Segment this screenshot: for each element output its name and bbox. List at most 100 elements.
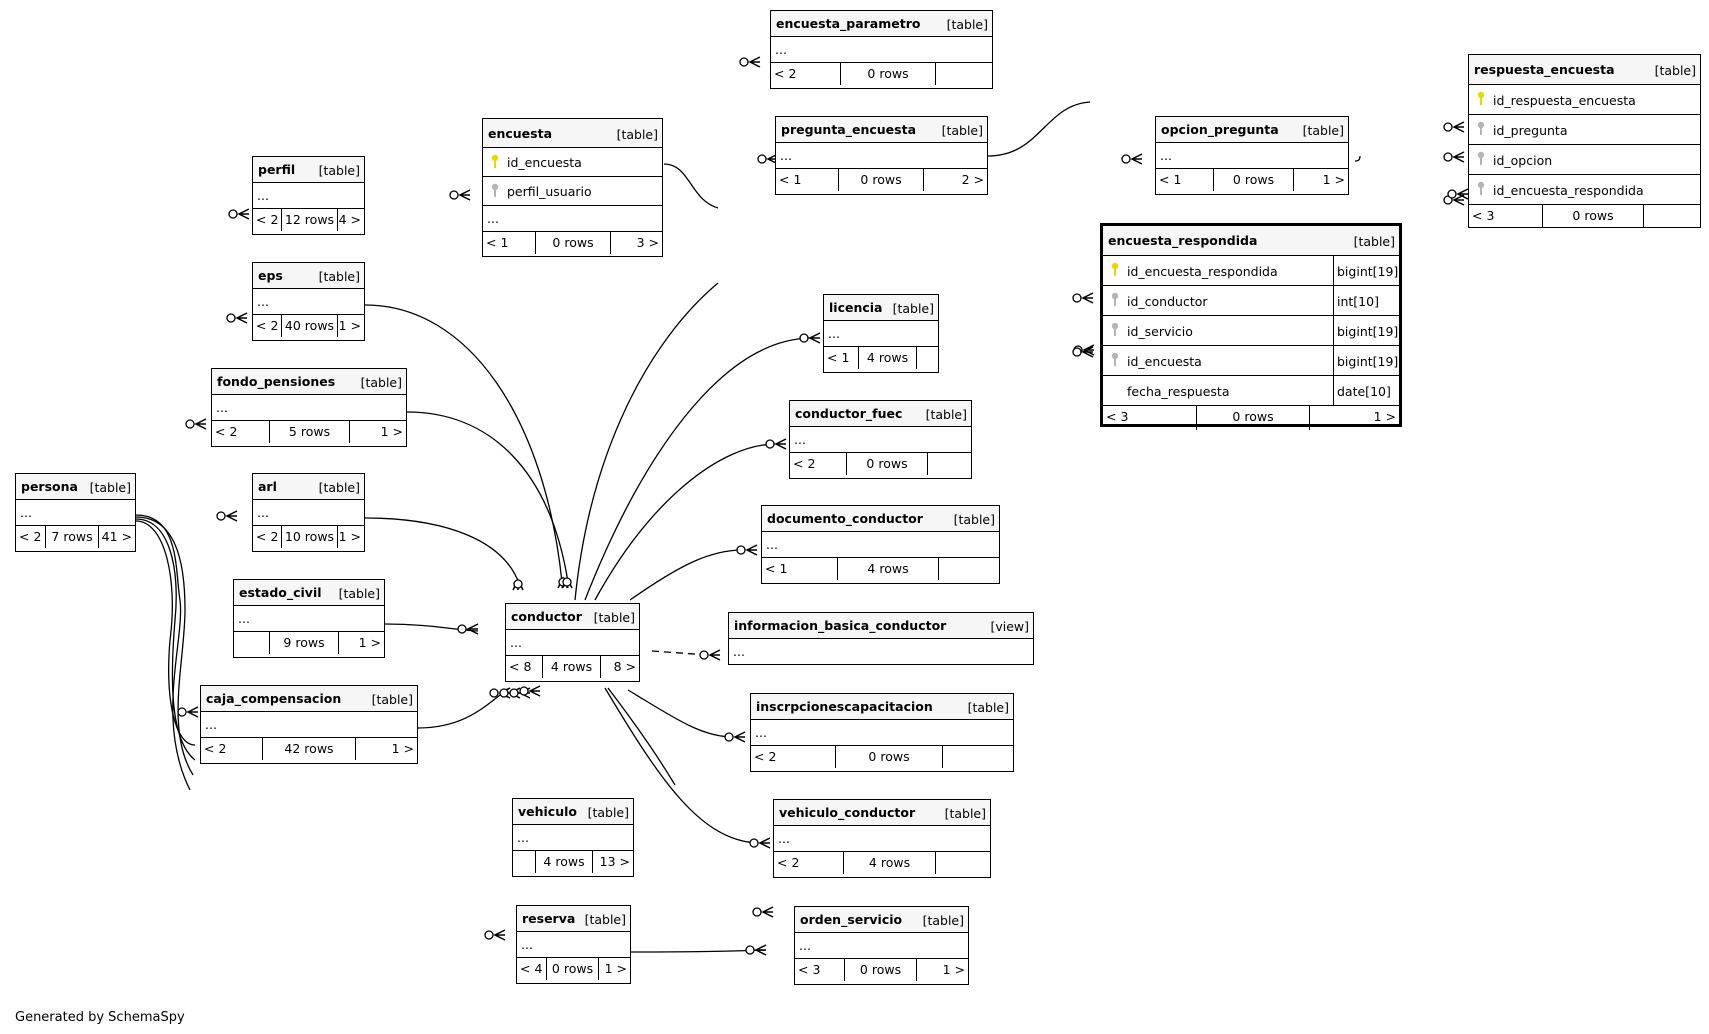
rows-children[interactable]: 1 > <box>1373 409 1396 424</box>
column-name: id_servicio <box>1127 324 1193 339</box>
primary-key-icon <box>491 154 499 168</box>
crows-foot-icon <box>1072 346 1094 358</box>
rows-parents[interactable]: < 8 <box>506 656 543 678</box>
rows-parents[interactable]: < 4 <box>517 958 547 980</box>
rows-children[interactable]: 3 > <box>636 235 659 250</box>
relationship-edge <box>663 163 719 209</box>
rows-parents[interactable]: < 2 <box>790 453 847 475</box>
columns-ellipsis: ... <box>733 644 745 659</box>
crows-foot-icon <box>799 332 821 344</box>
rows-children[interactable] <box>917 347 938 369</box>
table-respuesta-encuesta[interactable]: respuesta_encuesta[table] id_respuesta_e… <box>1468 54 1701 228</box>
table-name: respuesta_encuesta <box>1474 62 1615 77</box>
table-kind: [table] <box>318 163 360 178</box>
rows-children[interactable]: 1 > <box>338 529 361 544</box>
table-kind: [table] <box>338 586 380 601</box>
rows-children[interactable]: 1 > <box>338 318 361 333</box>
rows-parents[interactable]: < 2 <box>253 209 282 231</box>
rows-children[interactable]: 13 > <box>599 854 630 869</box>
table-name: encuesta <box>488 126 553 141</box>
crows-foot-icon <box>226 312 248 324</box>
rows-children[interactable]: 41 > <box>101 529 132 544</box>
rows-children[interactable] <box>928 453 971 475</box>
rows-parents[interactable]: < 3 <box>1103 406 1197 430</box>
rows-parents[interactable]: < 2 <box>201 738 263 760</box>
table-encuesta-respondida[interactable]: encuesta_respondida[table] id_encuesta_r… <box>1100 223 1402 430</box>
rows-children[interactable]: 1 > <box>1322 172 1345 187</box>
rows-count: 0 rows <box>841 63 936 85</box>
crows-foot-icon <box>561 576 573 589</box>
table-name: vehiculo_conductor <box>779 805 916 820</box>
relationship-edge <box>135 516 194 776</box>
rows-children[interactable]: 4 > <box>338 212 361 227</box>
crows-foot-icon <box>509 687 531 699</box>
rows-children[interactable] <box>943 746 1013 768</box>
columns-ellipsis: ... <box>755 725 767 740</box>
rows-parents[interactable]: < 2 <box>771 63 841 85</box>
crows-foot-icon <box>736 544 758 556</box>
rows-count: 0 rows <box>1543 205 1644 227</box>
crows-foot-icon <box>177 706 199 718</box>
rows-children[interactable]: 8 > <box>613 659 636 674</box>
rows-children[interactable]: 1 > <box>604 961 627 976</box>
rows-parents[interactable]: < 2 <box>253 315 282 337</box>
rows-parents[interactable]: < 2 <box>16 526 46 548</box>
view-informacion-basica-conductor[interactable]: informacion_basica_conductor[view] ... <box>728 612 1034 665</box>
rows-parents[interactable] <box>513 851 536 873</box>
rows-parents[interactable]: < 2 <box>253 526 282 548</box>
relationship-edge <box>135 518 196 761</box>
rows-children[interactable]: 1 > <box>942 962 965 977</box>
rows-children[interactable]: 2 > <box>961 172 984 187</box>
column-type: bigint[19] <box>1333 316 1399 345</box>
table-kind: [table] <box>318 480 360 495</box>
rows-children[interactable] <box>936 852 990 874</box>
columns-ellipsis: ... <box>1160 148 1172 163</box>
relationship-edge <box>384 623 479 632</box>
table-kind: [table] <box>892 301 934 316</box>
table-encuesta[interactable]: encuesta[table] id_encuesta perfil_usuar… <box>482 118 663 257</box>
rows-parents[interactable]: < 1 <box>483 232 536 254</box>
rows-children[interactable]: 1 > <box>380 424 403 439</box>
rows-children[interactable]: 1 > <box>358 635 381 650</box>
rows-parents[interactable]: < 3 <box>795 959 845 981</box>
rows-parents[interactable]: < 1 <box>824 347 859 369</box>
rows-parents[interactable]: < 1 <box>776 169 839 191</box>
rows-parents[interactable]: < 2 <box>751 746 836 768</box>
rows-parents[interactable]: < 2 <box>212 421 270 443</box>
rows-count: 0 rows <box>1214 169 1294 191</box>
rows-children[interactable] <box>936 63 992 85</box>
rows-parents[interactable]: < 1 <box>762 558 838 580</box>
rows-children[interactable] <box>939 558 999 580</box>
rows-parents[interactable] <box>234 632 270 654</box>
rows-parents[interactable]: < 1 <box>1156 169 1214 191</box>
crows-foot-icon <box>185 418 207 430</box>
rows-parents[interactable]: < 2 <box>774 852 844 874</box>
table-name: licencia <box>829 300 883 315</box>
rows-children[interactable]: 1 > <box>391 741 414 756</box>
rows-children[interactable] <box>1644 205 1700 227</box>
crows-foot-icon <box>1072 292 1094 304</box>
rows-count: 4 rows <box>838 558 939 580</box>
rows-parents[interactable]: < 3 <box>1469 205 1543 227</box>
rows-count: 12 rows <box>282 209 338 231</box>
